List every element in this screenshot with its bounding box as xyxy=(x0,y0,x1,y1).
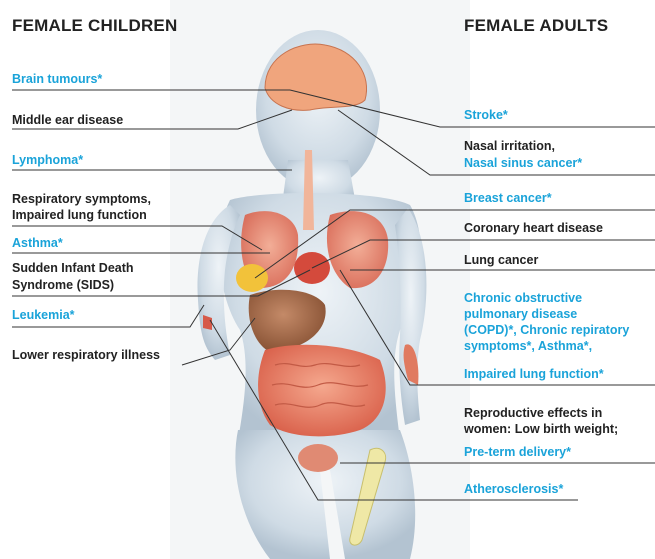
breast-tissue xyxy=(236,264,268,292)
label-copd-line3: (COPD)*, Chronic repiratory xyxy=(464,322,629,338)
label-middle-ear-disease: Middle ear disease xyxy=(12,112,123,128)
label-sids-line2: Syndrome (SIDS) xyxy=(12,277,114,293)
label-copd-line5: Impaired lung function* xyxy=(464,366,604,382)
header-female-adults: FEMALE ADULTS xyxy=(464,16,608,36)
header-female-children: FEMALE CHILDREN xyxy=(12,16,177,36)
label-sids-line1: Sudden Infant Death xyxy=(12,260,134,276)
label-lower-respiratory-illness: Lower respiratory illness xyxy=(12,347,160,363)
label-respiratory-symptoms-line1: Respiratory symptoms, xyxy=(12,191,151,207)
label-preterm-delivery: Pre-term delivery* xyxy=(464,444,571,460)
label-breast-cancer: Breast cancer* xyxy=(464,190,552,206)
label-nasal-irritation: Nasal irritation, xyxy=(464,138,555,154)
label-brain-tumours: Brain tumours* xyxy=(12,71,102,87)
label-leukemia: Leukemia* xyxy=(12,307,75,323)
label-copd-line4: symptoms*, Asthma*, xyxy=(464,338,592,354)
label-stroke: Stroke* xyxy=(464,107,508,123)
label-copd-line1: Chronic obstructive xyxy=(464,290,582,306)
label-lymphoma: Lymphoma* xyxy=(12,152,83,168)
label-asthma: Asthma* xyxy=(12,235,63,251)
label-reproductive-line2: women: Low birth weight; xyxy=(464,421,618,437)
label-coronary-heart-disease: Coronary heart disease xyxy=(464,220,603,236)
uterus-organ xyxy=(298,444,338,472)
label-respiratory-symptoms-line2: Impaired lung function xyxy=(12,207,147,223)
label-reproductive-line1: Reproductive effects in xyxy=(464,405,602,421)
label-copd-line2: pulmonary disease xyxy=(464,306,577,322)
label-lung-cancer: Lung cancer xyxy=(464,252,538,268)
intestines-organ xyxy=(258,345,386,437)
label-atherosclerosis: Atherosclerosis* xyxy=(464,481,563,497)
label-nasal-sinus-cancer: Nasal sinus cancer* xyxy=(464,155,582,171)
